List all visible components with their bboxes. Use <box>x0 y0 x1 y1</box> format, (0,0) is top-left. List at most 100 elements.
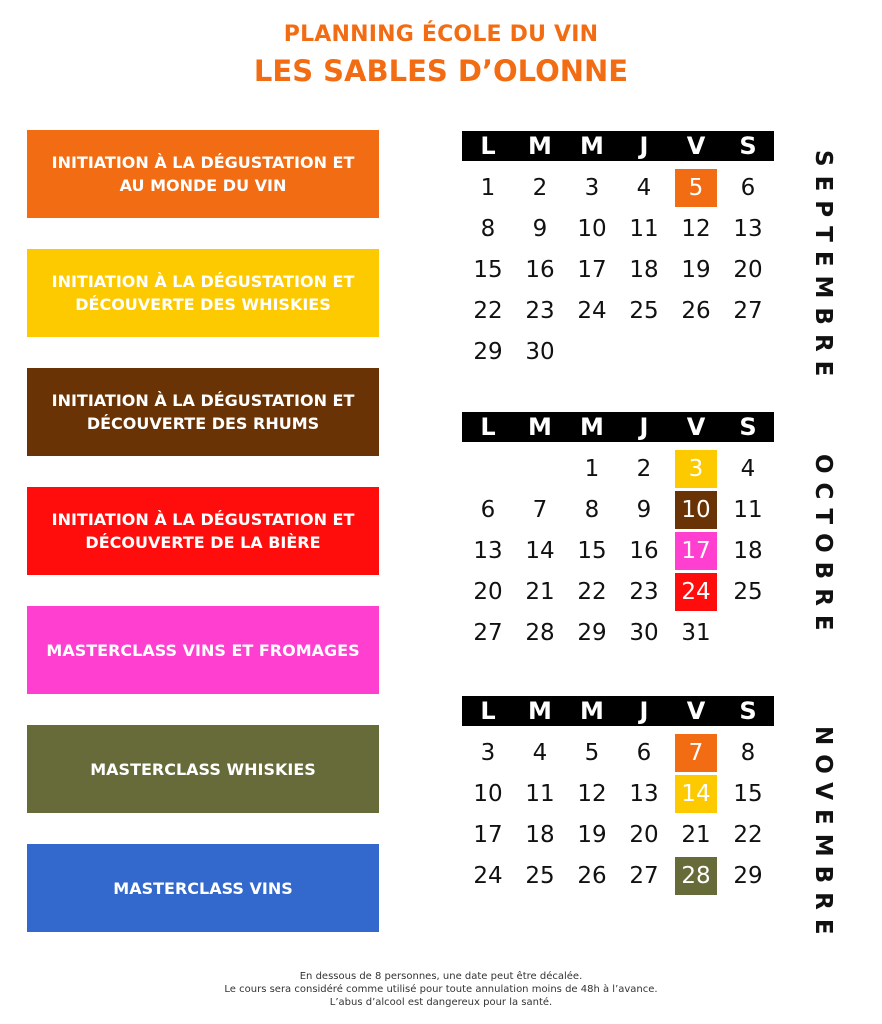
calendar-day-highlighted: 17 <box>670 530 722 571</box>
calendar-day: 9 <box>618 489 670 530</box>
day-number: 28 <box>675 856 717 895</box>
calendar-day: 5 <box>566 732 618 773</box>
day-number: 7 <box>675 733 717 772</box>
calendar-day: 26 <box>670 290 722 331</box>
calendar-day: 29 <box>462 331 514 372</box>
calendar-day: 16 <box>514 249 566 290</box>
calendar-day: 15 <box>462 249 514 290</box>
day-number: 11 <box>629 215 659 242</box>
calendar-day: 12 <box>670 208 722 249</box>
day-number: 5 <box>675 168 717 207</box>
calendar-day-highlighted: 7 <box>670 732 722 773</box>
day-number: 29 <box>577 619 607 646</box>
footer-line: L’abus d’alcool est dangereux pour la sa… <box>329 997 553 1008</box>
month-label-november: NOVEMBRE <box>810 726 836 944</box>
calendar-day: 4 <box>722 448 774 489</box>
calendar-empty-cell <box>670 331 722 372</box>
day-number: 21 <box>525 578 555 605</box>
day-number: 21 <box>681 821 711 848</box>
day-number: 4 <box>532 739 548 766</box>
weekday-header: L M M J V S <box>462 412 774 442</box>
day-number: 25 <box>733 578 763 605</box>
day-number: 16 <box>629 537 659 564</box>
calendar-day: 4 <box>618 167 670 208</box>
page-subtitle: LES SABLES D’OLONNE <box>253 54 629 88</box>
weekday-label: J <box>639 413 649 441</box>
day-number <box>675 333 717 371</box>
day-number: 19 <box>577 821 607 848</box>
day-number <box>727 333 769 371</box>
calendar-day: 13 <box>722 208 774 249</box>
calendar-day-highlighted: 5 <box>670 167 722 208</box>
day-number: 27 <box>733 297 763 324</box>
weekday-label: M <box>580 413 604 441</box>
calendar-day: 19 <box>566 814 618 855</box>
calendar-day: 26 <box>566 855 618 896</box>
day-number <box>519 450 561 488</box>
weekday-label: M <box>528 132 552 160</box>
day-number: 10 <box>473 780 503 807</box>
calendar-day: 30 <box>514 331 566 372</box>
month-label-september: SEPTEMBRE <box>810 150 836 386</box>
calendar-day: 3 <box>462 732 514 773</box>
calendar-day: 29 <box>566 612 618 653</box>
course-legend: INITIATION À LA DÉGUSTATION ET AU MONDE … <box>27 130 379 963</box>
weekday-label: L <box>480 697 496 725</box>
calendar-day: 15 <box>566 530 618 571</box>
day-number: 29 <box>473 338 503 365</box>
weekday-header: L M M J V S <box>462 131 774 161</box>
legend-item-rhums-intro: INITIATION À LA DÉGUSTATION ET DÉCOUVERT… <box>27 368 379 456</box>
calendar-day: 11 <box>722 489 774 530</box>
weekday-label: S <box>739 413 757 441</box>
calendar-day-highlighted: 3 <box>670 448 722 489</box>
day-number: 5 <box>584 739 600 766</box>
day-number: 8 <box>584 496 600 523</box>
day-number: 22 <box>733 821 763 848</box>
footer-line: En dessous de 8 personnes, une date peut… <box>299 971 583 982</box>
weekday-header: L M M J V S <box>462 696 774 726</box>
day-number: 26 <box>577 862 607 889</box>
calendar-day: 22 <box>722 814 774 855</box>
day-number <box>727 614 769 652</box>
calendar-empty-cell <box>514 448 566 489</box>
calendar-day: 16 <box>618 530 670 571</box>
calendar-day: 11 <box>514 773 566 814</box>
calendar-day: 31 <box>670 612 722 653</box>
day-number: 16 <box>525 256 555 283</box>
calendar-day: 6 <box>722 167 774 208</box>
calendar-day: 13 <box>618 773 670 814</box>
calendar-empty-cell <box>462 448 514 489</box>
calendar-day: 1 <box>462 167 514 208</box>
day-number: 18 <box>525 821 555 848</box>
day-number: 9 <box>532 215 548 242</box>
calendar-day: 24 <box>462 855 514 896</box>
calendar-day: 12 <box>566 773 618 814</box>
calendar-day: 3 <box>566 167 618 208</box>
day-number: 17 <box>577 256 607 283</box>
calendar-day: 20 <box>462 571 514 612</box>
calendar-day: 22 <box>462 290 514 331</box>
day-number: 30 <box>629 619 659 646</box>
calendar-day: 30 <box>618 612 670 653</box>
calendar-day: 23 <box>514 290 566 331</box>
legend-item-beer-intro: INITIATION À LA DÉGUSTATION ET DÉCOUVERT… <box>27 487 379 575</box>
day-number: 10 <box>577 215 607 242</box>
calendar-day: 6 <box>462 489 514 530</box>
legend-item-wine-masterclass: MASTERCLASS VINS <box>27 844 379 932</box>
footer-line: Le cours sera considéré comme utilisé po… <box>224 984 658 995</box>
day-number: 24 <box>675 572 717 611</box>
day-number: 13 <box>473 537 503 564</box>
day-number: 1 <box>584 455 600 482</box>
weekday-label: M <box>528 413 552 441</box>
weekday-label: V <box>686 132 706 160</box>
calendar-day: 19 <box>670 249 722 290</box>
day-number: 14 <box>675 774 717 813</box>
day-number <box>467 450 509 488</box>
day-number: 31 <box>681 619 711 646</box>
weekday-label: S <box>739 132 757 160</box>
calendar-day: 23 <box>618 571 670 612</box>
day-number: 7 <box>532 496 548 523</box>
